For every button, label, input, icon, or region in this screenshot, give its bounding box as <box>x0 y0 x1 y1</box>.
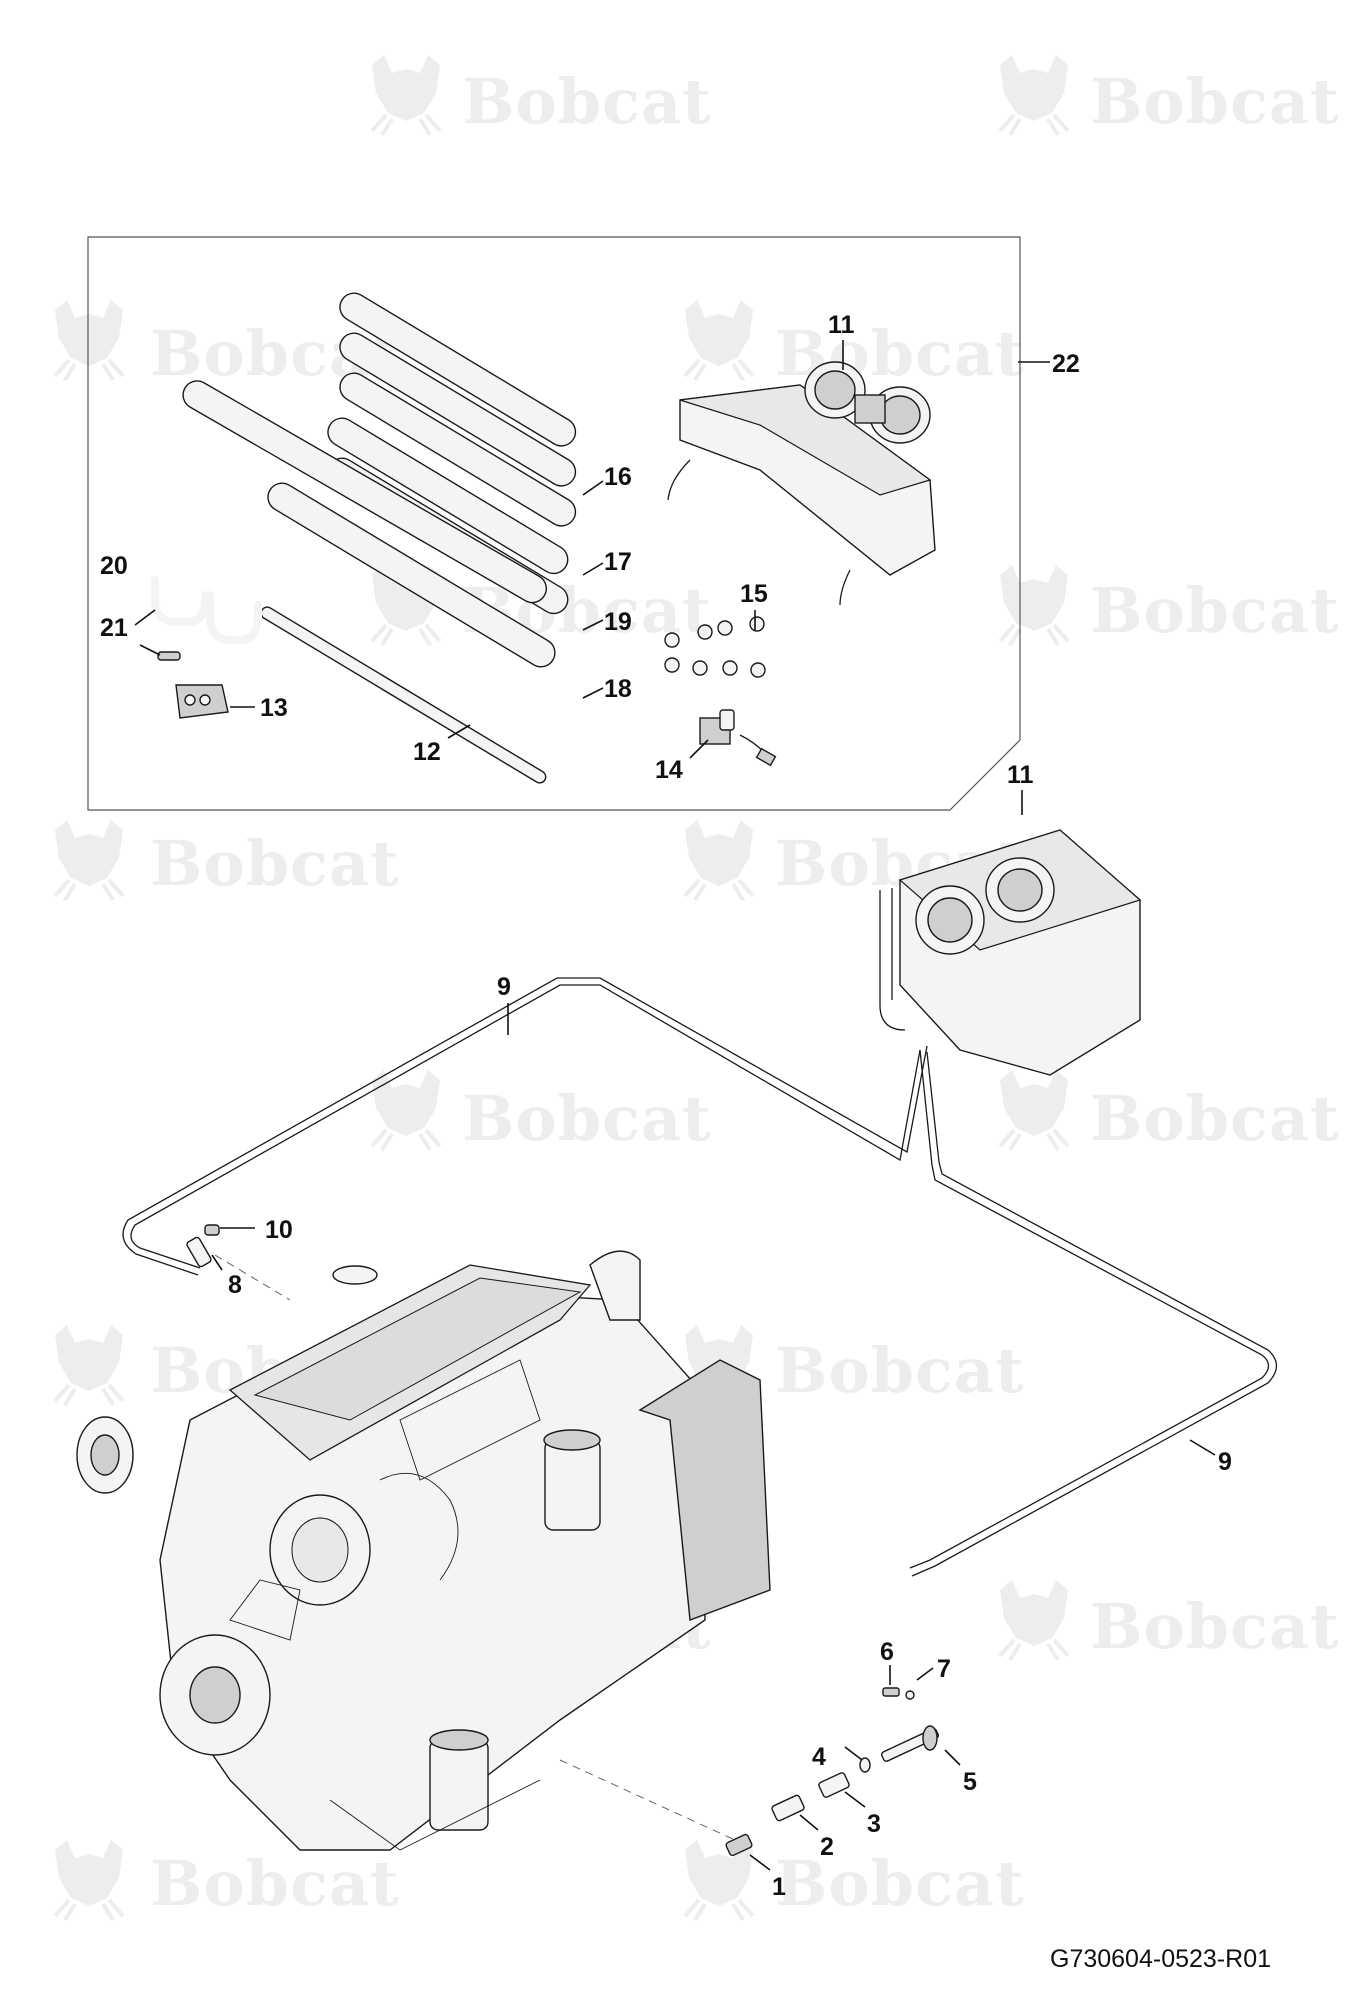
watermark-text: Bobcat <box>150 1847 400 1920</box>
watermark-logo <box>998 563 1070 647</box>
clamp-15-set <box>664 616 766 678</box>
adapter-2 <box>771 1794 805 1822</box>
watermark-text: Bobcat <box>775 1334 1025 1407</box>
assembly-dash-line <box>559 1759 736 1841</box>
watermark-logo <box>683 298 755 382</box>
callout-5: 5 <box>963 1768 977 1796</box>
engine <box>76 1250 771 1851</box>
callout-3: 3 <box>867 1810 881 1838</box>
watermark-logo <box>998 1578 1070 1662</box>
fitting-1 <box>725 1833 753 1857</box>
callout-21: 21 <box>100 614 128 642</box>
washer-4 <box>859 1757 871 1773</box>
fitting-8 <box>186 1236 212 1268</box>
screw-6 <box>882 1687 900 1697</box>
hose-16-set <box>327 292 577 615</box>
drawing-number: G730604-0523-R01 <box>1050 1945 1271 1973</box>
watermark-text: Bobcat <box>775 1847 1025 1920</box>
watermark-logo <box>53 818 125 902</box>
callout-14: 14 <box>655 756 683 784</box>
leader-lines <box>134 340 1216 1871</box>
elbow-20 <box>151 576 262 644</box>
assembly-dash-line <box>214 1254 291 1301</box>
heater-unit-11-kit <box>667 361 936 606</box>
callout-7: 7 <box>937 1655 951 1683</box>
callout-9-lower: 9 <box>1218 1448 1232 1476</box>
callout-8: 8 <box>228 1271 242 1299</box>
hose-18 <box>182 380 547 604</box>
watermark-text: Bobcat <box>1090 574 1340 647</box>
callout-13: 13 <box>260 694 288 722</box>
watermark-text: Bobcat <box>1090 1590 1340 1663</box>
callout-16: 16 <box>604 463 632 491</box>
callout-12: 12 <box>413 738 441 766</box>
heater-hose-9 <box>122 977 1278 1577</box>
watermark-text: Bobcat <box>1090 65 1340 138</box>
callout-9: 9 <box>497 973 511 1001</box>
callout-18: 18 <box>604 675 632 703</box>
washer-7 <box>905 1690 915 1700</box>
watermark-logo <box>370 1068 442 1152</box>
callout-22: 22 <box>1052 350 1080 378</box>
callout-6: 6 <box>880 1638 894 1666</box>
callout-17: 17 <box>604 548 632 576</box>
callout-20: 20 <box>100 552 128 580</box>
watermark-logo <box>683 818 755 902</box>
hose-19 <box>267 482 556 668</box>
callout-2: 2 <box>820 1833 834 1861</box>
fitting-10 <box>204 1224 220 1236</box>
watermark-text: Bobcat <box>462 1082 712 1155</box>
kit-box-outline <box>87 236 1021 811</box>
watermark-logo <box>53 1323 125 1407</box>
watermark-text: Bobcat <box>1090 1082 1340 1155</box>
callout-10: 10 <box>265 1216 293 1244</box>
switch-13 <box>175 684 229 719</box>
watermark-logo <box>370 53 442 137</box>
watermark-logo <box>998 53 1070 137</box>
watermark-text: Bobcat <box>150 827 400 900</box>
valve-body-5 <box>880 1725 940 1762</box>
valve-14 <box>699 709 777 767</box>
callout-15: 15 <box>740 580 768 608</box>
fitting-21 <box>157 651 181 661</box>
callout-19: 19 <box>604 608 632 636</box>
heater-unit-11-installed <box>879 829 1142 1076</box>
watermark-logo <box>53 298 125 382</box>
valve-3 <box>818 1772 850 1798</box>
callout-4: 4 <box>812 1743 826 1771</box>
callout-1: 1 <box>772 1873 786 1901</box>
watermark-logo <box>683 1838 755 1922</box>
watermark-text: Bobcat <box>462 65 712 138</box>
watermark-logo <box>53 1838 125 1922</box>
callout-11: 11 <box>828 311 855 339</box>
watermark-logo <box>998 1068 1070 1152</box>
callout-11-installed: 11 <box>1007 761 1034 789</box>
callouts: 11 22 16 17 19 18 15 20 21 13 12 14 11 9… <box>100 311 1232 1901</box>
